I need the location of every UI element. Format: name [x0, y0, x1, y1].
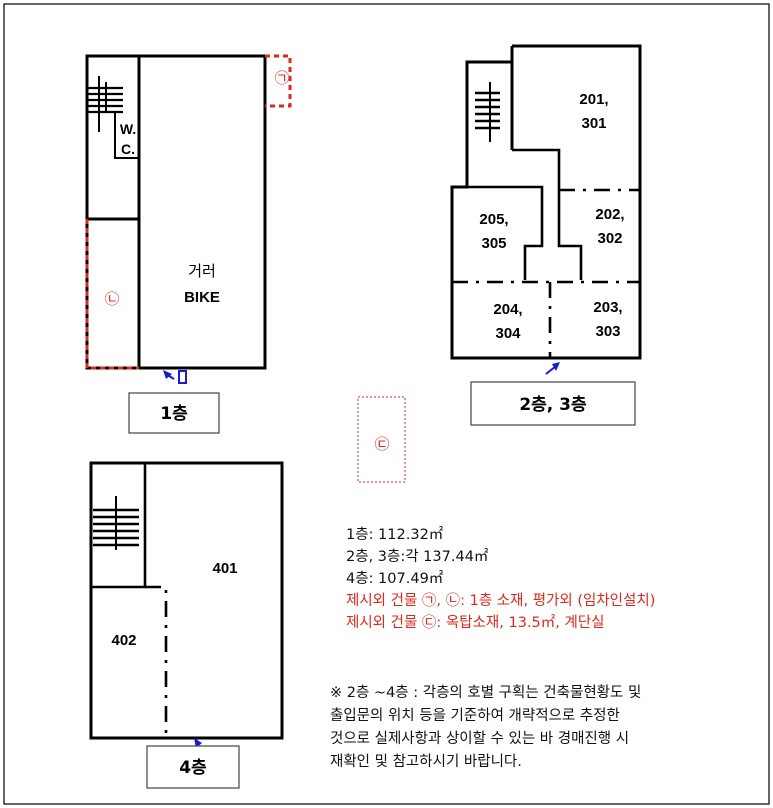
unit-202-line1: 202, [595, 206, 624, 223]
floor-23-wall-c [452, 185, 544, 280]
floor-1-outline [85, 54, 267, 370]
remark-line-4: 재확인 및 참고하시기 바랍니다. [330, 754, 522, 770]
floor-23-plan [450, 44, 642, 360]
area-floor-23: 2층, 3층:각 137.44㎡ [346, 549, 489, 565]
wc-label-line2: C. [121, 141, 135, 157]
area-notes: 1층: 112.32㎡ 2층, 3층:각 137.44㎡ 4층: 107.49㎡… [346, 524, 766, 634]
floor-4-outline [89, 461, 284, 740]
unit-201-line1: 201, [579, 91, 608, 108]
floor-1-label: 1층 [160, 404, 188, 424]
floor-4-label: 4층 [179, 758, 207, 778]
floor-23-entrance [545, 362, 560, 375]
floor-23-label: 2층, 3층 [519, 395, 587, 415]
unit-205-line2: 305 [481, 235, 506, 252]
annex-a-marker: ㉠ [274, 70, 289, 87]
floor-1-annex [85, 54, 292, 370]
floor-4-dashed-partitions [145, 585, 168, 738]
unit-201-line2: 301 [581, 115, 606, 132]
floor-1-entrance [163, 370, 187, 384]
floor-4-plan [89, 461, 284, 740]
annex-c-outline [357, 396, 406, 483]
area-floor-4: 4층: 107.49㎡ [346, 571, 444, 587]
floor-23-dashed-partitions [452, 188, 640, 358]
floor-1-stairs [88, 76, 123, 132]
floor-23-label-box [470, 381, 636, 426]
remark-text: ※ 2층 ~4층 : 각층의 호별 구획는 건축물현황도 및 출입문의 위치 등… [330, 682, 760, 774]
shop-name: BIKE [184, 289, 220, 306]
floor-4-stairs [93, 496, 139, 550]
annex-b-outline [85, 219, 139, 370]
remark-line-3: 것으로 실제사항과 상이할 수 있는 바 경매진행 시 [330, 731, 630, 747]
annex-note-2: 제시외 건물 ㉢: 옥탑소재, 13.5㎡, 계단실 [346, 615, 605, 631]
unit-402-label: 402 [111, 632, 136, 649]
annex-a-outline [265, 54, 292, 108]
remark-line-1: ※ 2층 ~4층 : 각층의 호별 구획는 건축물현황도 및 [330, 685, 642, 701]
annex-c-marker: ㉢ [374, 436, 389, 453]
entrance-door-icon [178, 370, 187, 384]
annex-b-marker: ㉡ [104, 291, 119, 308]
page-border [3, 3, 770, 805]
floor-1-label-box [128, 392, 220, 434]
unit-401-label: 401 [212, 560, 237, 577]
floor-23-wall-b [512, 148, 583, 280]
area-floor-1: 1층: 112.32㎡ [346, 527, 444, 543]
shop-label: 거러 [188, 262, 216, 280]
unit-204-line1: 204, [493, 301, 522, 318]
wc-label-line1: W. [120, 121, 136, 137]
floor-4-label-box [146, 745, 240, 789]
floor-23-stairs [475, 82, 500, 142]
unit-202-line2: 302 [597, 230, 622, 247]
remark-line-2: 출입문의 위치 등을 기준하여 개략적으로 추정한 [330, 708, 620, 724]
floor-1-plan [85, 54, 267, 370]
unit-203-line2: 303 [595, 323, 620, 340]
unit-203-line1: 203, [593, 299, 622, 316]
annex-note-1: 제시외 건물 ㉠, ㉡: 1층 소재, 평가외 (임차인설치) [346, 593, 656, 609]
unit-205-line1: 205, [479, 211, 508, 228]
unit-204-line2: 304 [495, 325, 521, 342]
